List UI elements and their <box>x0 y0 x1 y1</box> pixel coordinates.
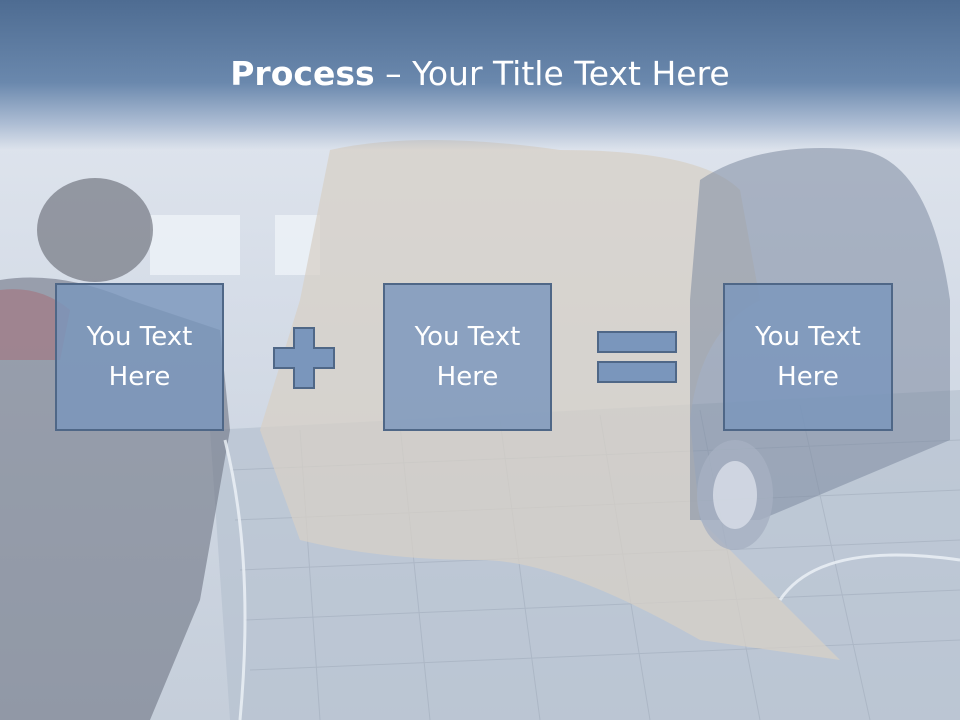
plus-icon <box>273 327 335 389</box>
title-bar <box>0 0 960 150</box>
title-rest: – Your Title Text Here <box>374 54 730 93</box>
text-box-2-label: You Text Here <box>414 322 521 392</box>
text-box-3-label: You Text Here <box>755 322 861 392</box>
text-box-3[interactable]: You Text Here <box>723 283 893 431</box>
equals-icon <box>597 331 677 383</box>
title-bold: Process <box>230 54 375 93</box>
slide-title: Process – Your Title Text Here <box>0 52 960 96</box>
text-box-2[interactable]: You Text Here <box>383 283 552 431</box>
text-box-1[interactable]: You Text Here <box>55 283 224 431</box>
text-box-1-label: You Text Here <box>86 322 193 392</box>
